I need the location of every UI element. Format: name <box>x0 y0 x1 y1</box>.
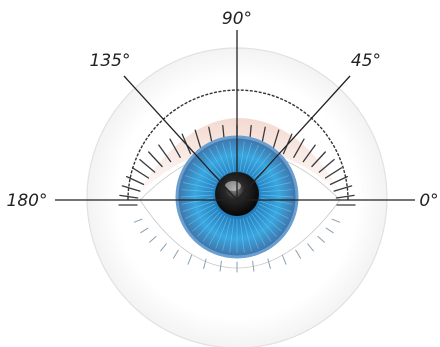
iris-ray <box>255 209 282 232</box>
lower-eyelash <box>267 258 271 269</box>
iris-ray <box>260 189 293 193</box>
iris-ray <box>215 217 229 249</box>
lower-eyelash <box>281 254 287 265</box>
eyelash <box>139 158 156 173</box>
iris-ray <box>182 200 214 212</box>
iris-ray <box>188 168 217 184</box>
iris-ray <box>202 213 223 242</box>
iris-texture <box>180 141 294 253</box>
iris-ray <box>245 145 259 173</box>
lower-eyelashes <box>133 218 341 273</box>
iris-ray <box>257 168 286 184</box>
lower-eyelash <box>149 235 157 243</box>
iris-ray <box>202 152 223 177</box>
eyelash <box>194 129 203 152</box>
lower-eyelash <box>331 218 341 223</box>
eyelash <box>335 194 355 199</box>
eyelash <box>119 194 139 199</box>
lower-eyelash <box>160 243 167 252</box>
eyelash <box>333 185 353 192</box>
axis-line-45 <box>236 75 351 201</box>
iris-ray <box>260 194 294 198</box>
iris-ray <box>248 148 266 175</box>
angle-label-135: 135° <box>90 51 131 71</box>
lower-eyelash <box>173 249 179 259</box>
iris-ray <box>222 218 232 252</box>
iris-ray <box>260 200 292 212</box>
axis-line-135 <box>123 75 238 201</box>
iris-ray <box>245 217 259 249</box>
iris-ray <box>185 203 215 219</box>
iris-ray <box>208 148 226 175</box>
lower-eyelash <box>133 218 143 223</box>
lower-eyelash <box>307 243 314 252</box>
lower-eyelash <box>140 227 149 234</box>
iris-ray <box>239 141 245 172</box>
upper-arc <box>127 89 349 201</box>
iris-ray <box>222 142 232 172</box>
eyelash <box>121 185 141 192</box>
eyelash <box>131 167 150 179</box>
upper-eyelashes <box>118 124 356 206</box>
lower-eyelash <box>295 249 301 259</box>
iris-ray <box>259 203 289 219</box>
iris-ray <box>208 215 226 246</box>
iris-ray <box>181 189 214 193</box>
iris-ray <box>251 152 272 177</box>
eyelash <box>302 144 316 163</box>
eyelash <box>329 175 348 186</box>
iris-ray <box>185 175 215 187</box>
iris-ray <box>253 211 277 237</box>
eyelash <box>324 167 343 179</box>
eyelash <box>126 175 145 186</box>
iris-ray <box>259 175 289 187</box>
iris-ray <box>255 162 282 181</box>
iris-ray <box>192 209 219 232</box>
iris-ray <box>260 197 293 205</box>
lower-eyelash <box>187 254 193 265</box>
angle-label-0: 0° <box>419 191 438 211</box>
iris-ray <box>197 211 221 237</box>
eyelash <box>148 151 163 168</box>
iris-ray <box>242 218 252 252</box>
iris-ray <box>257 206 286 226</box>
lower-eyelash <box>325 227 334 234</box>
iris-ray <box>192 162 219 181</box>
eyelash <box>293 138 305 158</box>
eyelash <box>271 129 280 152</box>
lower-eyelash <box>219 260 222 272</box>
lower-eyelash <box>252 260 255 272</box>
iris-ray <box>260 182 292 190</box>
iris-ray <box>229 218 235 253</box>
iris-ray <box>180 194 214 198</box>
eyelash <box>318 158 335 173</box>
iris-ray <box>188 206 217 226</box>
angle-label-90: 90° <box>222 9 252 29</box>
lower-eyelash <box>203 258 207 269</box>
iris-ray <box>229 141 235 172</box>
iris-ray <box>182 182 214 190</box>
angle-label-45: 45° <box>351 51 381 71</box>
iris-ray <box>181 197 214 205</box>
iris-ray <box>215 145 229 173</box>
iris-ray <box>242 142 252 172</box>
angle-label-180: 180° <box>7 191 48 211</box>
iris-ray <box>248 215 266 246</box>
eyelash <box>158 144 172 163</box>
iris-ray <box>239 218 245 253</box>
eyelash <box>311 151 326 168</box>
eyelash <box>169 138 181 158</box>
lower-eyelash <box>317 235 325 243</box>
iris-ray <box>251 213 272 242</box>
